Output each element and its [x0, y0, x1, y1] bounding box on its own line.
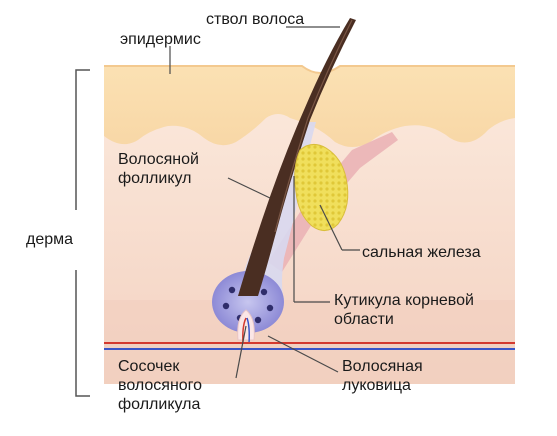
label-dermis: дерма	[26, 230, 73, 249]
label-epidermis: эпидермис	[120, 30, 201, 49]
label-dermal-papilla-line2: волосяного	[118, 376, 202, 395]
dermis-bracket	[76, 70, 90, 396]
label-hair-shaft: ствол волоса	[206, 10, 304, 29]
label-dermal-papilla: Сосочек волосяного фолликула	[118, 357, 202, 414]
label-root-cuticle: Кутикула корневой области	[334, 291, 474, 329]
label-hair-follicle-line2: фолликул	[118, 169, 199, 188]
label-dermal-papilla-line1: Сосочек	[118, 357, 202, 376]
label-sebaceous-gland: сальная железа	[362, 243, 481, 262]
label-hair-bulb-line1: Волосяная	[342, 357, 423, 376]
label-root-cuticle-line2: области	[334, 310, 474, 329]
label-hair-follicle-line1: Волосяной	[118, 150, 199, 169]
label-hair-bulb-line2: луковица	[342, 376, 423, 395]
label-hair-bulb: Волосяная луковица	[342, 357, 423, 395]
label-dermal-papilla-line3: фолликула	[118, 395, 202, 414]
label-root-cuticle-line1: Кутикула корневой	[334, 291, 474, 310]
label-hair-follicle: Волосяной фолликул	[118, 150, 199, 188]
